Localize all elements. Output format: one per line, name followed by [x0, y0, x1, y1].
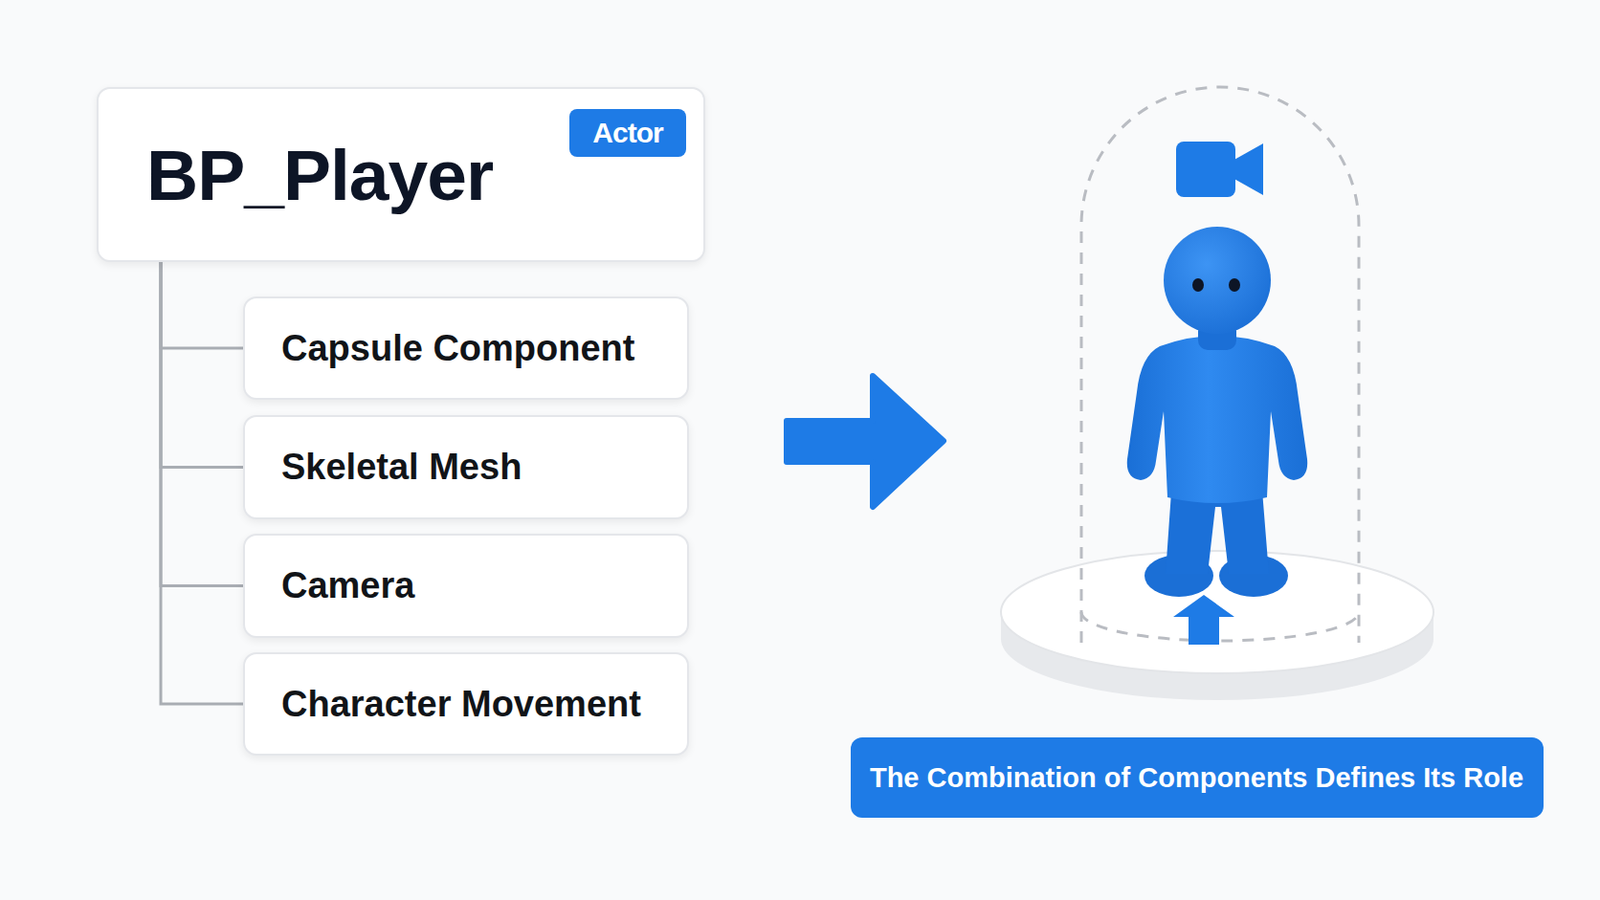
component-box: Character Movement	[243, 652, 689, 756]
forward-arrow	[1173, 595, 1235, 645]
node-label: Camera	[281, 565, 415, 607]
node-label: BP_Player	[146, 133, 493, 217]
platform	[1000, 551, 1434, 701]
tree-connector	[160, 262, 244, 349]
node-label: Actor	[592, 116, 663, 150]
character-figure	[1127, 226, 1308, 598]
node-label: Capsule Component	[281, 328, 635, 370]
component-box: Camera	[243, 533, 689, 639]
component-box: Skeletal Mesh	[243, 415, 689, 520]
camera-icon	[1176, 141, 1264, 198]
node-label: Skeletal Mesh	[281, 446, 522, 489]
tree-connector	[160, 262, 244, 705]
caption-band: The Combination of Components Defines It…	[850, 737, 1544, 819]
actor-box: BP_Player Actor	[96, 87, 706, 263]
class-badge: Actor	[569, 109, 687, 157]
node-label: Character Movement	[281, 684, 642, 726]
capsule-outline	[1081, 87, 1359, 644]
component-box: Capsule Component	[243, 296, 689, 400]
tree-connector	[160, 262, 244, 468]
tree-connector	[160, 262, 244, 587]
node-label: The Combination of Components Defines It…	[869, 762, 1524, 795]
flow-arrow	[786, 376, 944, 508]
